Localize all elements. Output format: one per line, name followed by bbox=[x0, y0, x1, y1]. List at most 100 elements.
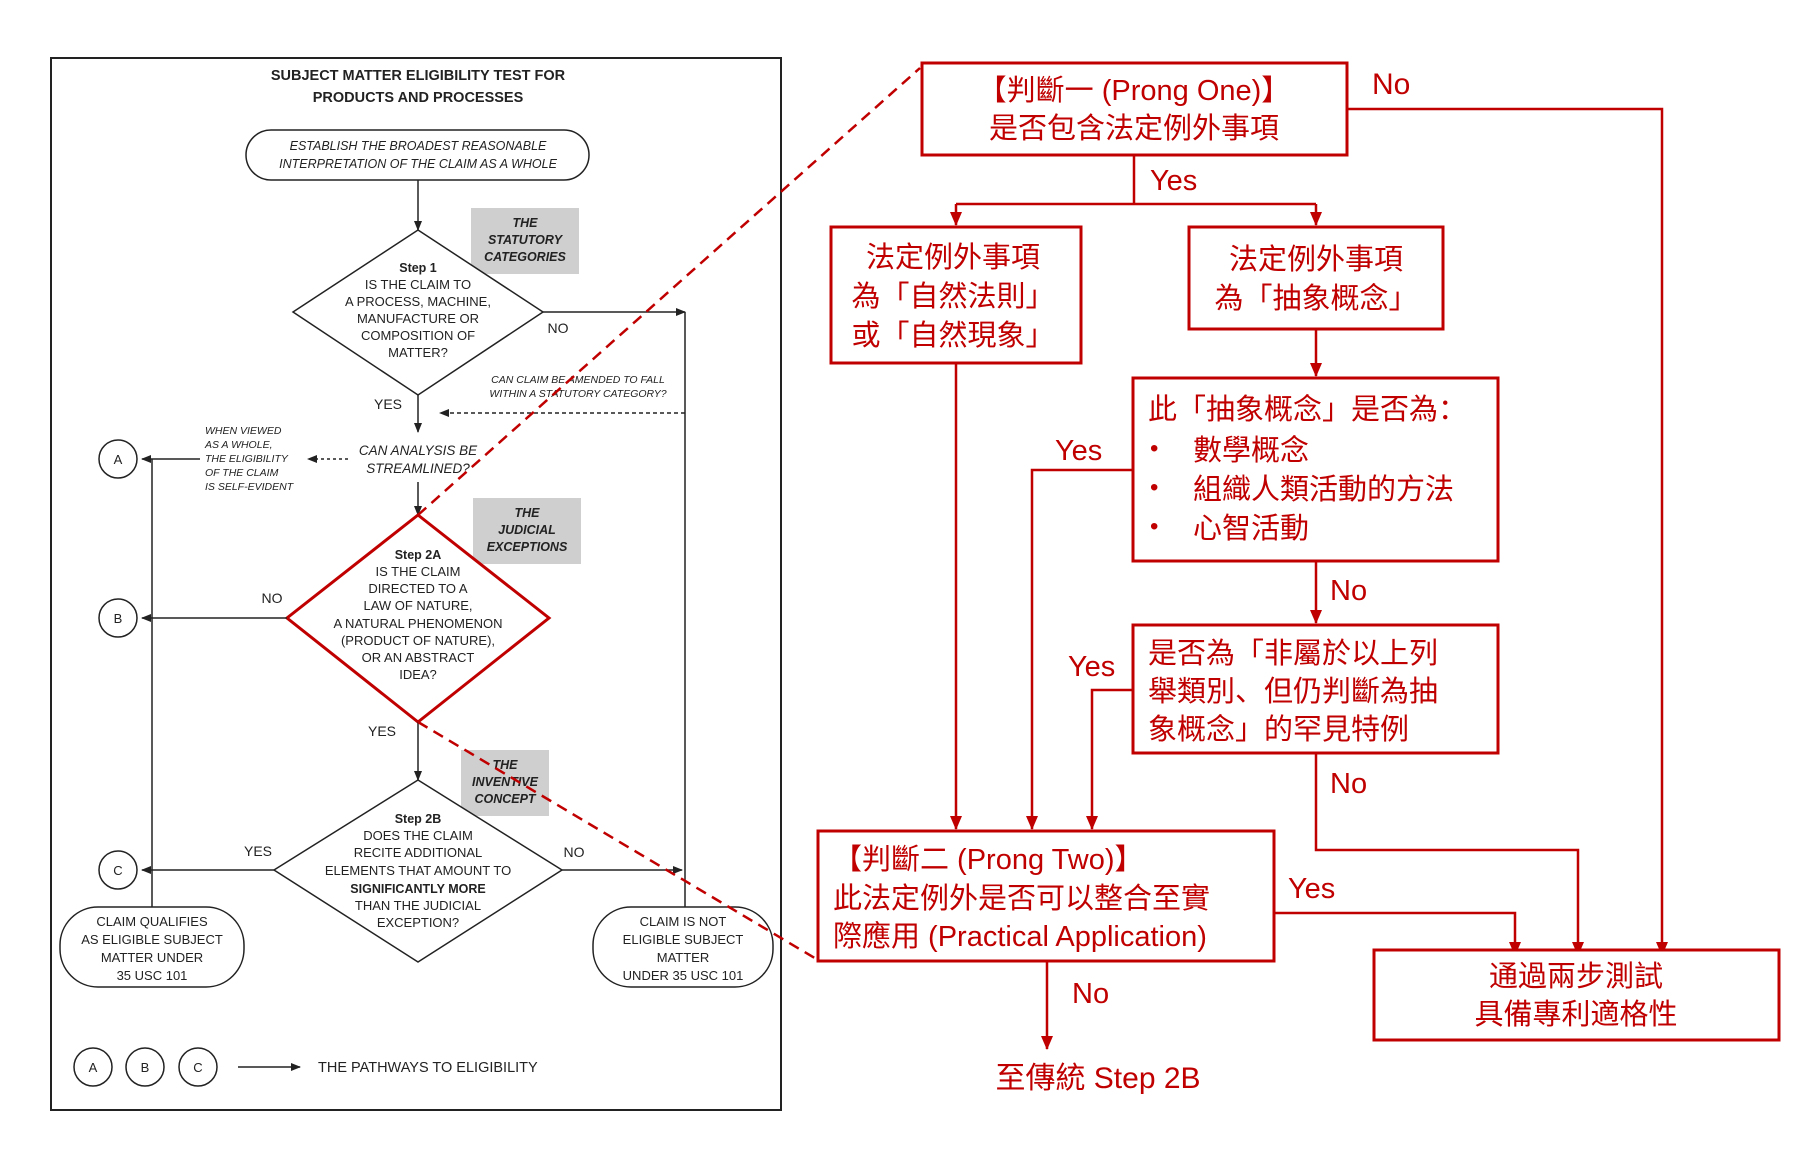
self-evident-line: AS A WHOLE, bbox=[204, 439, 273, 451]
to-step2b-label: 至傳統 Step 2B bbox=[995, 1062, 1200, 1095]
not-eligible-terminator bbox=[592, 906, 774, 988]
grouping-item: 組織人類活動的方法 bbox=[1193, 473, 1454, 506]
not-eligible-line: ELIGIBLE SUBJECT bbox=[623, 932, 744, 947]
tag-judicial-line: JUDICIAL bbox=[498, 523, 556, 537]
legend-circle-c-label: C bbox=[193, 1060, 202, 1075]
tag-inventive-concept bbox=[461, 750, 549, 816]
step1-line: MATTER? bbox=[388, 345, 448, 360]
step2b-diamond bbox=[272, 779, 564, 963]
tag-inventive-line: INVENTIVE bbox=[472, 775, 539, 789]
step2a-line: (PRODUCT OF NATURE), bbox=[341, 633, 495, 648]
left-title-line1: SUBJECT MATTER ELIGIBILITY TEST FOR bbox=[271, 68, 566, 84]
legend-circle-b bbox=[125, 1047, 165, 1087]
connector-rare-no bbox=[1314, 753, 1584, 956]
tag-inventive-line: THE bbox=[493, 758, 519, 772]
connector-prong-two-yes bbox=[1274, 911, 1521, 956]
abstract-line: 法定例外事項 bbox=[1229, 243, 1403, 276]
circle-c bbox=[98, 850, 138, 890]
connector-rare-yes bbox=[1086, 688, 1133, 830]
step2a-line: DIRECTED TO A bbox=[368, 581, 468, 596]
streamline-line2: STREAMLINED? bbox=[366, 461, 470, 476]
connector-grouping-yes bbox=[1026, 468, 1133, 830]
not-eligible-line: UNDER 35 USC 101 bbox=[623, 968, 744, 983]
step2b-line: RECITE ADDITIONAL bbox=[354, 845, 483, 860]
nature-line: 法定例外事項 bbox=[866, 241, 1040, 274]
tag-inventive-line: CONCEPT bbox=[474, 792, 536, 806]
rare-line: 是否為「非屬於以上列 bbox=[1148, 637, 1438, 670]
step1-line: A PROCESS, MACHINE, bbox=[345, 294, 491, 309]
abstract-exception-box bbox=[1187, 225, 1445, 331]
amend-line2: WITHIN A STATUTORY CATEGORY? bbox=[489, 388, 666, 400]
grouping-bullet: • bbox=[1150, 435, 1158, 462]
tag-judicial-exceptions bbox=[473, 498, 581, 564]
zoom-line-bottom bbox=[417, 720, 819, 962]
qualifies-line: MATTER UNDER bbox=[101, 950, 203, 965]
prong-one-line2: 是否包含法定例外事項 bbox=[989, 112, 1279, 145]
self-evident-line: THE ELIGIBILITY bbox=[205, 453, 289, 465]
step2b-line: Step 2B bbox=[395, 812, 442, 826]
prong-two-line1: 【判斷二 (Prong Two)】 bbox=[833, 843, 1143, 876]
step1-line: IS THE CLAIM TO bbox=[365, 277, 471, 292]
rare-no-label: No bbox=[1330, 768, 1367, 800]
grouping-item: 數學概念 bbox=[1193, 434, 1309, 467]
step2a-line: OR AN ABSTRACT bbox=[362, 650, 475, 665]
nature-exception-box bbox=[829, 225, 1083, 365]
nature-line: 或「自然現象」 bbox=[851, 319, 1054, 352]
step2b-line: SIGNIFICANTLY MORE bbox=[350, 882, 485, 896]
self-evident-line: WHEN VIEWED bbox=[205, 425, 282, 437]
step2b-yes-label: YES bbox=[244, 843, 272, 859]
self-evident-line: OF THE CLAIM bbox=[205, 467, 279, 479]
circle-a-label: A bbox=[114, 452, 123, 467]
rare-line: 象概念」的罕見特例 bbox=[1148, 713, 1409, 746]
step2a-line: IS THE CLAIM bbox=[375, 564, 460, 579]
step1-no-label: NO bbox=[548, 320, 569, 336]
right-flowchart-panel: 【判斷一 (Prong One)】 是否包含法定例外事項 No Yes 法定例外… bbox=[816, 61, 1781, 1095]
start-line2: INTERPRETATION OF THE CLAIM AS A WHOLE bbox=[279, 157, 557, 171]
zoom-line-top bbox=[417, 67, 921, 516]
legend-circle-a-label: A bbox=[89, 1060, 98, 1075]
step1-line: COMPOSITION OF bbox=[361, 328, 475, 343]
prong-two-no-label: No bbox=[1072, 978, 1109, 1010]
tag-statutory-line: THE bbox=[513, 216, 539, 230]
grouping-title: 此「抽象概念」是否為： bbox=[1148, 393, 1467, 426]
circle-c-label: C bbox=[113, 863, 122, 878]
step1-yes-label: YES bbox=[374, 396, 402, 412]
eligible-line1: 通過兩步測試 bbox=[1489, 960, 1663, 993]
grouping-item: 心智活動 bbox=[1193, 512, 1309, 545]
qualifies-line: CLAIM QUALIFIES bbox=[96, 914, 208, 929]
prong-two-line3: 際應用 (Practical Application) bbox=[833, 920, 1207, 953]
eligible-box bbox=[1372, 948, 1781, 1042]
prong-two-yes-label: Yes bbox=[1288, 873, 1335, 905]
circle-a bbox=[98, 439, 138, 479]
step2a-no-label: NO bbox=[262, 590, 283, 606]
prong-two-box bbox=[816, 829, 1276, 963]
grouping-bullet: • bbox=[1150, 513, 1158, 540]
start-terminator bbox=[245, 129, 590, 181]
step2b-line: ELEMENTS THAT AMOUNT TO bbox=[325, 863, 511, 878]
grouping-yes-label: Yes bbox=[1055, 435, 1102, 467]
step2b-line: THAN THE JUDICIAL bbox=[355, 898, 481, 913]
tag-statutory-line: CATEGORIES bbox=[484, 250, 566, 264]
legend-circle-b-label: B bbox=[141, 1060, 150, 1075]
tag-judicial-line: THE bbox=[515, 506, 541, 520]
prong-two-line2: 此法定例外是否可以整合至實 bbox=[833, 882, 1210, 915]
step1-line: Step 1 bbox=[399, 261, 437, 275]
grouping-no-label: No bbox=[1330, 575, 1367, 607]
step2b-no-label: NO bbox=[564, 844, 585, 860]
qualifies-line: 35 USC 101 bbox=[117, 968, 188, 983]
qualifies-terminator bbox=[59, 906, 245, 988]
step2a-yes-label: YES bbox=[368, 723, 396, 739]
self-evident-line: IS SELF-EVIDENT bbox=[205, 481, 295, 493]
grouping-bullet: • bbox=[1150, 474, 1158, 501]
step2b-line: DOES THE CLAIM bbox=[363, 828, 473, 843]
prong-one-line1: 【判斷一 (Prong One)】 bbox=[978, 74, 1291, 107]
tag-statutory-line: STATUTORY bbox=[488, 233, 564, 247]
left-flowchart-panel: SUBJECT MATTER ELIGIBILITY TEST FOR PROD… bbox=[50, 57, 782, 1111]
not-eligible-line: CLAIM IS NOT bbox=[640, 914, 727, 929]
abstract-line: 為「抽象概念」 bbox=[1214, 282, 1417, 315]
step2a-line: LAW OF NATURE, bbox=[363, 598, 472, 613]
legend-circle-a bbox=[73, 1047, 113, 1087]
rare-exception-box bbox=[1131, 623, 1500, 755]
step2a-line: A NATURAL PHENOMENON bbox=[333, 616, 502, 631]
